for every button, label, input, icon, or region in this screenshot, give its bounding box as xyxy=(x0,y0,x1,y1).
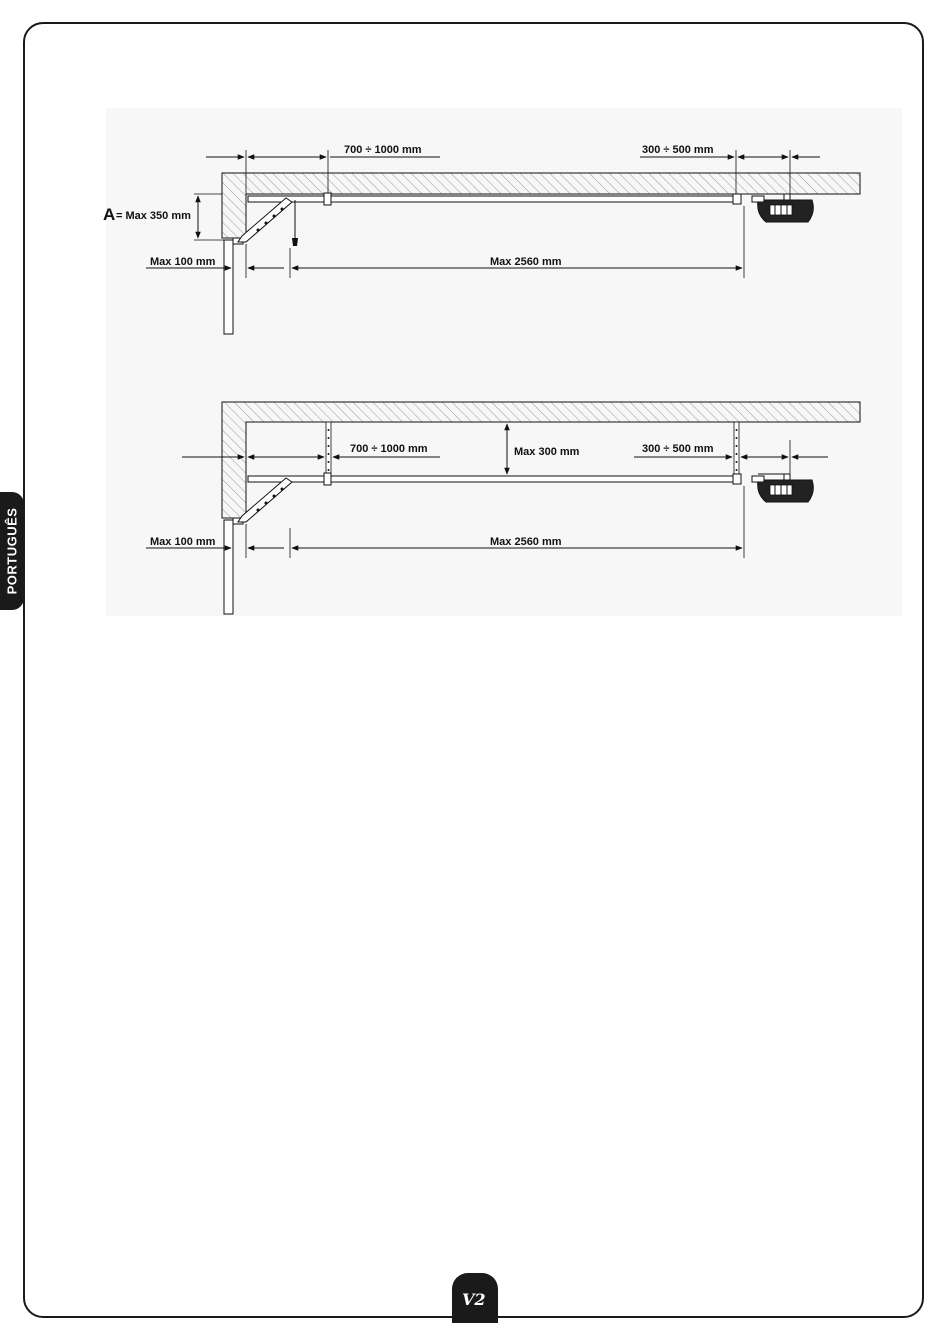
label-a-value: = Max 350 mm xyxy=(116,210,191,222)
label-door-gap-bottom: Max 100 mm xyxy=(150,536,216,548)
hanger-left-bottom xyxy=(326,422,331,478)
label-motor-offset-bottom: 300 ÷ 500 mm xyxy=(642,443,714,455)
rail-clamp-bottom xyxy=(733,474,741,484)
brand-logo: V2 xyxy=(462,1290,486,1309)
hanger-right-bottom xyxy=(734,422,739,478)
door-panel-bottom xyxy=(224,520,233,614)
diagram-top: 700 ÷ 1000 mm 300 ÷ 500 mm A = Max 350 m… xyxy=(103,144,860,334)
diagram-bottom: 700 ÷ 1000 mm Max 300 mm 300 ÷ 500 mm Ma… xyxy=(146,402,860,614)
label-hanger-height-bottom: Max 300 mm xyxy=(514,446,580,458)
dimension-lines-bottom xyxy=(146,424,828,548)
release-handle-top xyxy=(292,238,298,246)
label-track-length-bottom: Max 2560 mm xyxy=(490,536,562,548)
rail-bottom xyxy=(248,476,738,482)
label-track-offset-top: 700 ÷ 1000 mm xyxy=(344,144,422,156)
rail-top xyxy=(248,196,738,202)
label-motor-offset-top: 300 ÷ 500 mm xyxy=(642,144,714,156)
label-track-length-top: Max 2560 mm xyxy=(490,256,562,268)
door-panel-top xyxy=(224,240,233,334)
label-a-letter: A xyxy=(103,205,115,224)
rail-bracket-bottom xyxy=(324,473,331,485)
motor-unit-bottom xyxy=(752,474,813,502)
motor-unit-top xyxy=(752,194,813,222)
rail-clamp-top xyxy=(733,194,741,204)
label-door-gap-top: Max 100 mm xyxy=(150,256,216,268)
rail-bracket-top xyxy=(324,193,331,205)
label-track-offset-bottom: 700 ÷ 1000 mm xyxy=(350,443,428,455)
